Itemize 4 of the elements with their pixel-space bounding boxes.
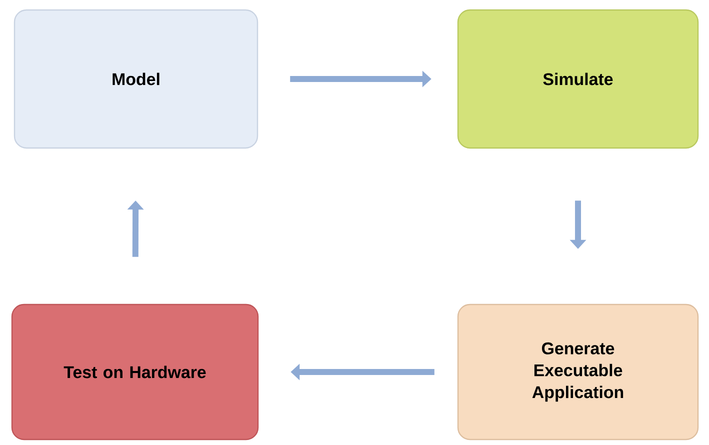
- process-box: Simulate: [457, 9, 699, 149]
- process-box: Model: [14, 9, 258, 149]
- process-box: Generate Executable Application: [457, 304, 699, 440]
- process-box: Test on Hardware: [11, 304, 259, 440]
